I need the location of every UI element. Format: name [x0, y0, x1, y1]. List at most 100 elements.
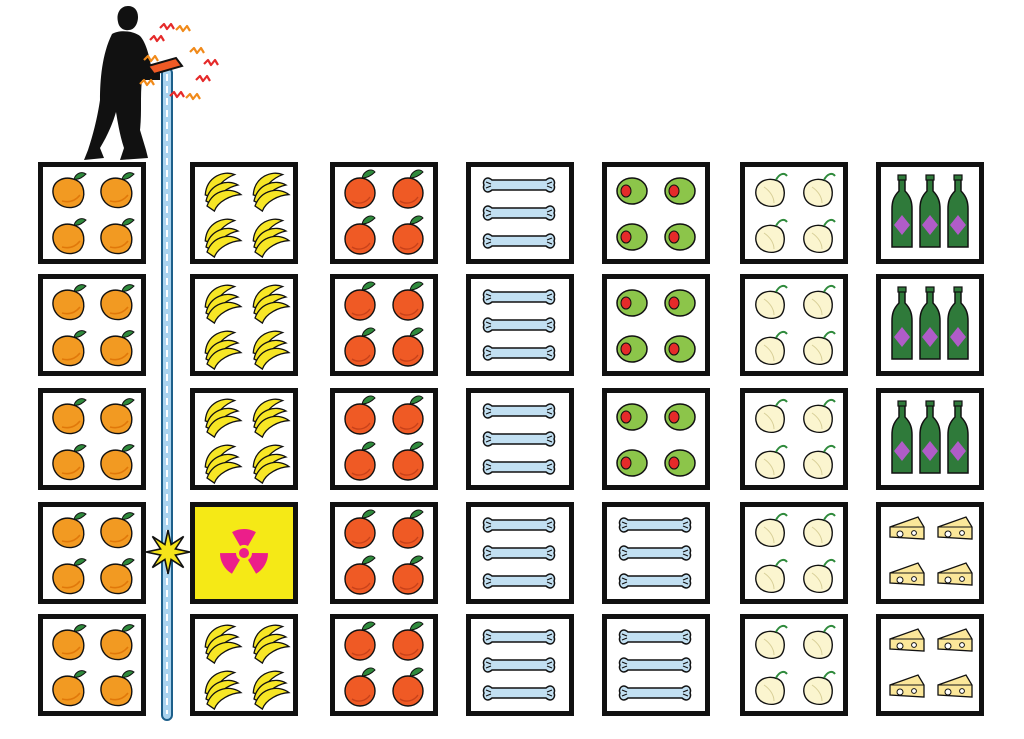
bottle-icon [919, 400, 941, 474]
wrenche-icon [482, 317, 556, 333]
orange-icon [392, 169, 424, 209]
box-oranges [330, 502, 438, 604]
orange-icon [344, 441, 376, 481]
olive-icon [664, 177, 696, 205]
box-bananas [190, 274, 298, 376]
wrenche-icon [618, 545, 692, 561]
box-oranges [330, 274, 438, 376]
onion-icon [755, 512, 788, 547]
detector-probe [161, 67, 173, 721]
bottle-icon [947, 286, 969, 360]
lemon-icon [52, 670, 87, 707]
banana-icon [252, 398, 291, 439]
onion-icon [755, 218, 788, 253]
lemon-icon [52, 512, 87, 549]
wrenche-icon [482, 345, 556, 361]
banana-icon [252, 284, 291, 325]
box-bananas [190, 162, 298, 264]
orange-icon [392, 555, 424, 595]
cheese-icon [937, 562, 973, 586]
wrenche-icon [482, 573, 556, 589]
orange-icon [392, 215, 424, 255]
lemon-icon [52, 558, 87, 595]
cheese-icon [937, 628, 973, 652]
box-cheese [876, 614, 984, 716]
lemon-icon [100, 218, 135, 255]
banana-icon [204, 172, 243, 213]
lemon-icon [100, 444, 135, 481]
box-lemons [38, 502, 146, 604]
banana-icon [204, 284, 243, 325]
signal-wave-icon [175, 24, 191, 33]
box-wrenches [602, 502, 710, 604]
box-wrenches [466, 162, 574, 264]
orange-icon [344, 215, 376, 255]
orange-icon [344, 621, 376, 661]
cheese-icon [889, 562, 925, 586]
onion-icon [803, 398, 836, 433]
orange-icon [392, 327, 424, 367]
onion-icon [755, 624, 788, 659]
onion-icon [803, 624, 836, 659]
wrenche-icon [482, 459, 556, 475]
orange-icon [392, 441, 424, 481]
signal-wave-icon [169, 90, 185, 99]
box-bottles [876, 274, 984, 376]
orange-icon [344, 509, 376, 549]
box-lemons [38, 388, 146, 490]
box-bottles [876, 388, 984, 490]
box-wrenches [466, 388, 574, 490]
banana-icon [252, 444, 291, 485]
wrenche-icon [482, 289, 556, 305]
bottle-icon [891, 174, 913, 248]
wrenche-icon [482, 629, 556, 645]
cheese-icon [937, 516, 973, 540]
onion-icon [755, 284, 788, 319]
wrenche-icon [618, 573, 692, 589]
cheese-icon [889, 516, 925, 540]
onion-icon [803, 330, 836, 365]
lemon-icon [100, 398, 135, 435]
orange-icon [392, 395, 424, 435]
orange-icon [344, 667, 376, 707]
box-olives [602, 388, 710, 490]
cheese-icon [937, 674, 973, 698]
olive-icon [616, 335, 648, 363]
onion-icon [803, 512, 836, 547]
bottle-icon [947, 174, 969, 248]
box-olives [602, 162, 710, 264]
wrenche-icon [482, 657, 556, 673]
box-onions [740, 502, 848, 604]
lemon-icon [52, 172, 87, 209]
olive-icon [664, 449, 696, 477]
lemon-icon [100, 670, 135, 707]
person-with-detector-icon [84, 6, 219, 160]
olive-icon [616, 223, 648, 251]
bottle-icon [891, 286, 913, 360]
signal-wave-icon [139, 78, 155, 87]
box-olives [602, 274, 710, 376]
box-bananas [190, 614, 298, 716]
banana-icon [204, 398, 243, 439]
olive-icon [664, 223, 696, 251]
wrenche-icon [482, 685, 556, 701]
lemon-icon [100, 624, 135, 661]
onion-icon [755, 398, 788, 433]
orange-icon [392, 621, 424, 661]
onion-icon [755, 444, 788, 479]
onion-icon [755, 558, 788, 593]
lemon-icon [52, 624, 87, 661]
wrenche-icon [482, 517, 556, 533]
bottle-icon [919, 174, 941, 248]
orange-icon [344, 555, 376, 595]
wrenche-icon [482, 205, 556, 221]
banana-icon [204, 670, 243, 711]
onion-icon [803, 670, 836, 705]
signal-wave-icon [189, 46, 205, 55]
olive-icon [616, 449, 648, 477]
banana-icon [204, 624, 243, 665]
orange-icon [344, 327, 376, 367]
olive-icon [664, 403, 696, 431]
orange-icon [344, 169, 376, 209]
